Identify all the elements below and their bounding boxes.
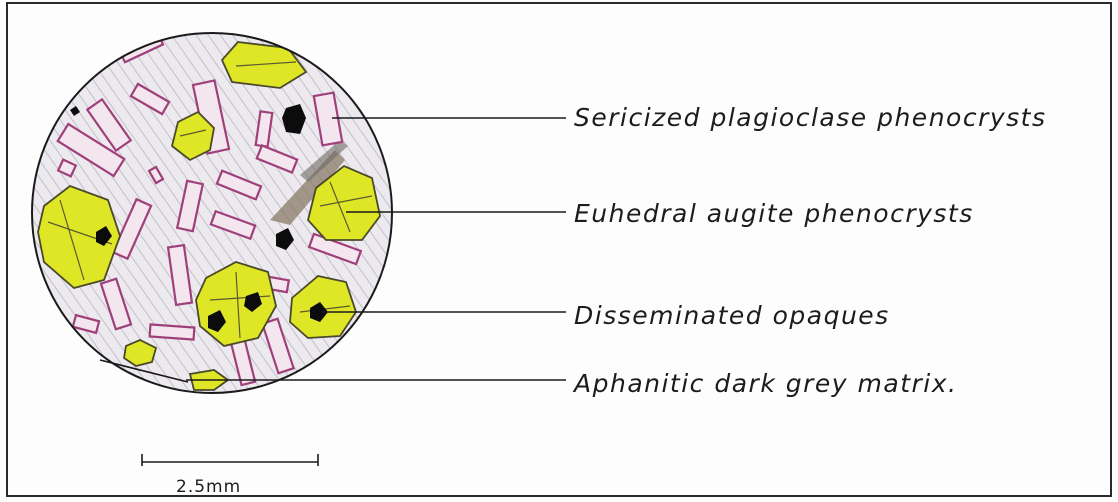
label-augite: Euhedral augite phenocrysts xyxy=(574,199,974,228)
plagioclase-lath xyxy=(150,324,195,339)
label-matrix: Aphanitic dark grey matrix. xyxy=(572,369,957,398)
label-plagioclase: Sericized plagioclase phenocrysts xyxy=(574,103,1047,132)
scale-bar-label: 2.5mm xyxy=(176,477,241,497)
label-opaques: Disseminated opaques xyxy=(574,301,890,330)
scale-bar: 2.5mm xyxy=(142,454,318,497)
thin-section-field xyxy=(32,32,392,393)
